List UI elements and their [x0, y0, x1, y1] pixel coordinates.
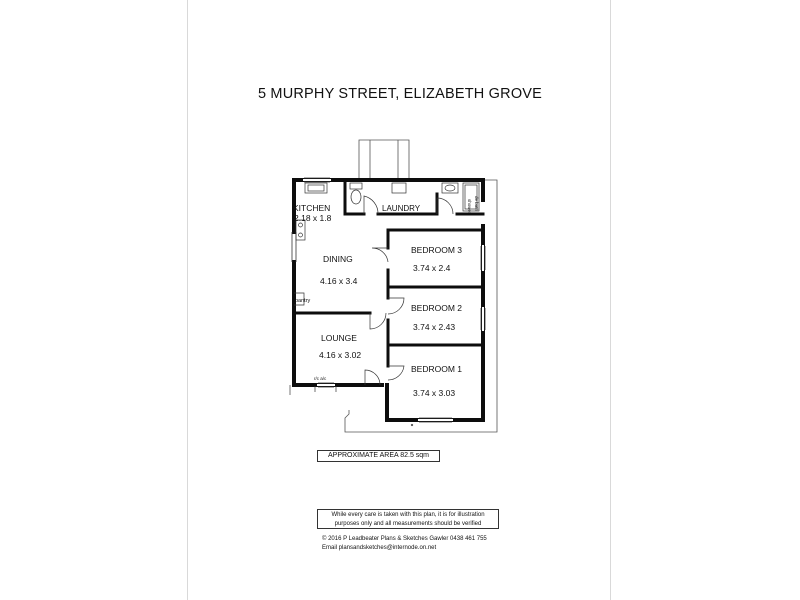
- yard-outline: [289, 139, 498, 433]
- plan-sheet: [187, 0, 611, 600]
- burner: [298, 222, 303, 228]
- room-label-laundry: LAUNDRY: [382, 204, 421, 213]
- interior-walls: [292, 178, 485, 368]
- room-dims-bedroom3: 3.74 x 2.4: [413, 263, 451, 273]
- room-label-dining: DINING: [323, 254, 353, 264]
- kitchen-sink-bowl: [307, 184, 325, 192]
- room-label-kitchen: KITCHEN: [293, 203, 330, 213]
- burner: [298, 232, 303, 238]
- kitchen-sink: [304, 182, 328, 194]
- room-label-pantry: pantry: [295, 298, 311, 304]
- exterior-walls: [292, 178, 485, 422]
- approximate-area-text: APPROXIMATE AREA 82.5 sqm: [327, 452, 430, 459]
- laundry-tub: [391, 182, 407, 194]
- credits: © 2016 P Leadbeater Plans & Sketches Gaw…: [322, 535, 522, 552]
- room-dims-bedroom1: 3.74 x 3.03: [413, 388, 455, 398]
- door-swings: [294, 195, 454, 386]
- bath-label: de bath: [474, 196, 479, 212]
- approximate-area-box: APPROXIMATE AREA 82.5 sqm: [317, 450, 440, 462]
- credits-line-1: © 2016 P Leadbeater Plans & Sketches Gaw…: [322, 536, 487, 542]
- shower-label: shower: [467, 199, 472, 214]
- bath-inner: [464, 184, 478, 210]
- room-dims-bedroom2: 3.74 x 2.43: [413, 322, 455, 332]
- bath-tub: [462, 182, 480, 212]
- cooktop: [295, 219, 306, 241]
- page-title: 5 MURPHY STREET, ELIZABETH GROVE: [257, 86, 543, 102]
- room-dims-dining: 4.16 x 3.4: [320, 276, 358, 286]
- vanity-bowl: [444, 184, 456, 192]
- room-dims-kitchen: 2.18 x 1.8: [294, 213, 332, 223]
- room-label-bedroom2: BEDROOM 2: [411, 303, 462, 313]
- fixtures: [295, 182, 480, 427]
- yard-marker: [410, 423, 414, 427]
- disclaimer-box: While every care is taken with this plan…: [317, 509, 499, 529]
- room-labels: KITCHEN 2.18 x 1.8 LAUNDRY DINING 4.16 x…: [293, 196, 479, 398]
- room-dims-lounge: 4.16 x 3.02: [319, 350, 361, 360]
- disclaimer-line-1: While every care is taken with this plan…: [331, 512, 485, 518]
- credits-line-2: Email plansandsketches@internode.on.net: [322, 544, 437, 551]
- room-label-bedroom3: BEDROOM 3: [411, 245, 462, 255]
- rc-ac-label: r/c a/c: [314, 376, 327, 381]
- room-label-lounge: LOUNGE: [321, 333, 357, 343]
- room-label-bedroom1: BEDROOM 1: [411, 364, 462, 374]
- disclaimer-line-2: purposes only and all measurements shoul…: [334, 520, 482, 527]
- toilet-cistern: [349, 182, 363, 190]
- toilet-bowl: [350, 189, 362, 205]
- vanity-basin: [441, 182, 459, 194]
